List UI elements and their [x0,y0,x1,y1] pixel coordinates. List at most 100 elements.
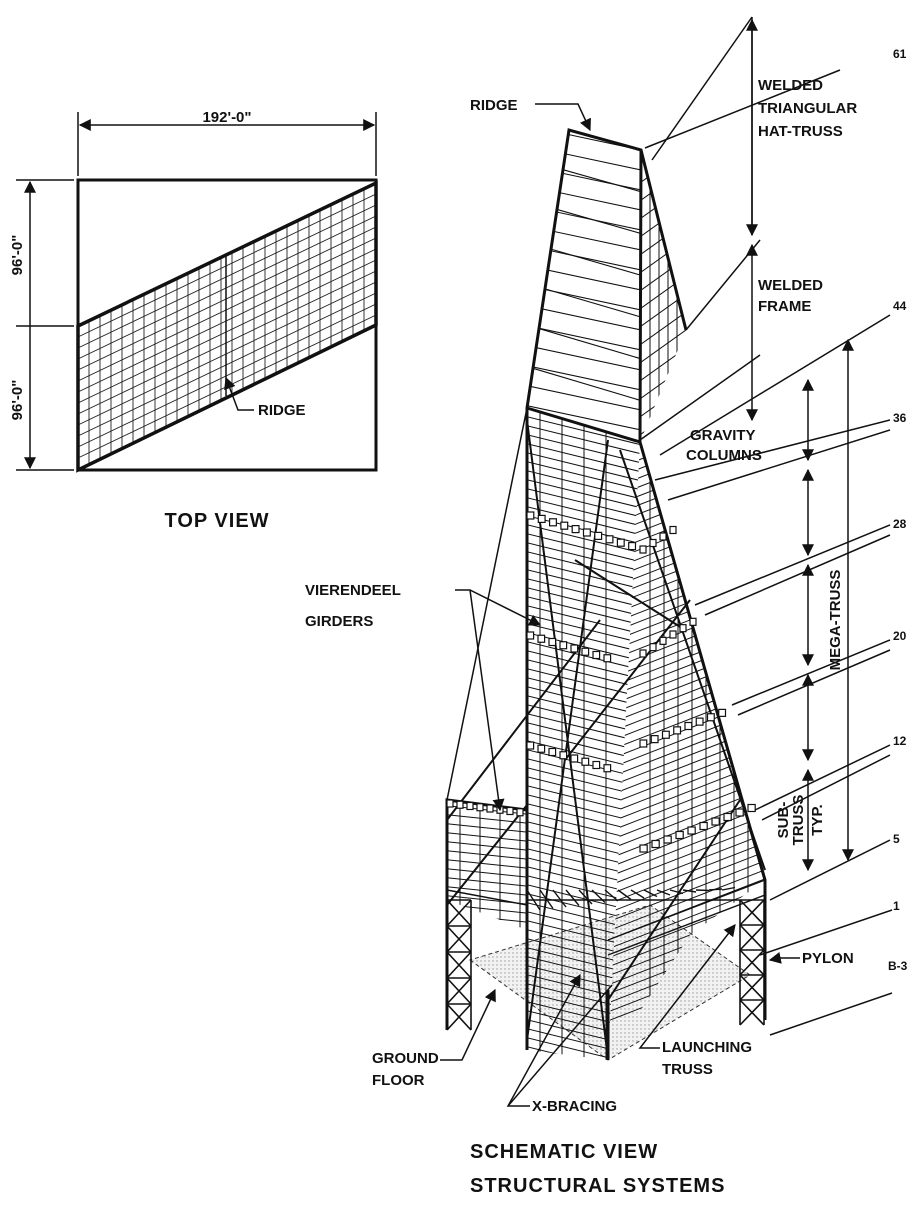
pylon-brace [446,977,472,1005]
floor-line [608,827,765,899]
typ-label: TYP. [809,804,826,835]
floor-line [447,822,527,834]
girder-panel [526,741,535,750]
floor-number-28: 28 [893,517,907,531]
floor-number-b3: B-3 [888,959,908,973]
girder-panel [581,757,590,766]
ground-floor-plane [468,904,751,1061]
sub-truss-label-2: TRUSS [790,795,807,846]
top-view-grid-line [78,259,376,404]
girder-panel [526,631,535,640]
girder-panel [571,524,580,534]
floor-line [527,450,640,484]
floor-line [527,486,640,520]
girder-panel [486,804,494,813]
roof-grid-line [527,159,641,195]
girder-panel [650,735,659,744]
truss-web [617,889,632,901]
floor-number-61: 61 [893,47,907,61]
roof-grid-line [562,169,641,193]
truss-web [630,889,645,899]
top-view-grid-line [78,193,376,338]
girder-panel [695,717,704,726]
girder-panel [592,650,601,660]
floor-line [608,494,765,566]
truss-web [552,889,567,908]
floor-number-12: 12 [893,734,907,748]
floor-line [447,831,527,843]
floor-line [447,813,527,825]
pylon-brace [446,899,472,927]
truss-web [643,889,658,898]
width-dimension-text: 192'-0" [202,109,251,126]
pylon-brace [739,999,765,1026]
truss-web [682,889,697,893]
roof-grid-line [527,319,641,355]
truss-web [656,889,671,896]
floor-line [608,575,765,647]
floor-line [608,836,765,908]
girder-panel [747,803,756,813]
top-view-grid-line [78,226,376,371]
floor-number-36: 36 [893,411,907,425]
height-dimension-upper: 96'-0" [9,235,26,276]
floor-line [447,921,527,930]
floor-line [527,1035,640,1060]
roof-left-face [527,130,641,442]
girder-panel [735,808,744,817]
ground-floor-label-2: FLOOR [372,1072,425,1089]
floor-number-5: 5 [893,832,900,846]
truss-chord [446,889,528,906]
top-view-ridge-leader [224,376,254,411]
label-leaders [440,103,800,1107]
girder-panel [548,747,557,757]
roof-grid-line [527,399,641,435]
schematic-caption-1: SCHEMATIC VIEW [470,1141,658,1163]
floor-line [608,809,765,881]
truss-web [708,888,723,891]
roof-grid-line [527,239,641,275]
floor-line [527,459,640,493]
floor-line [608,503,765,575]
girder-panel [548,518,557,527]
floor-line [608,755,765,827]
gravity-columns-label-2: COLUMNS [686,447,762,464]
floor-line [608,656,765,728]
truss-web [604,889,619,902]
girder-panel [723,812,732,822]
girder-panel [718,708,727,717]
girder-panel [661,730,670,739]
girder-panel [570,754,579,763]
dimension-arrows [746,18,854,872]
girder-panel [592,760,601,770]
truss-web [591,889,606,904]
roof-grid-line [527,219,641,255]
top-view-grid-line [78,248,376,393]
girder-panel [456,800,464,809]
floor-line [447,885,527,897]
floor-line [527,576,640,610]
girder-panel [669,525,677,535]
girder-panel [476,803,484,812]
roof-grid-line [527,139,641,175]
top-view-grid-line [78,270,376,415]
girder-panel [559,641,568,650]
sub-truss-label-1: SUB- [775,802,792,839]
roof-grid-line [527,299,641,335]
top-view-grid-line [78,237,376,382]
girder-panel [689,617,697,626]
roof-grid-line [527,279,641,315]
floor-line [608,485,765,557]
launching-truss [446,879,766,956]
floor-line [608,647,765,719]
floor-line [608,467,765,539]
floor-line [608,764,765,836]
roof-grid-line [532,367,641,401]
floor-line [608,863,765,935]
floor-line [527,585,640,619]
top-view: 192'-0" 96'-0" 96'-0" RIDGE TOP VIEW [9,109,378,532]
floor-line [447,867,527,879]
girder-panel [679,624,687,633]
roof-grid-line [527,179,641,215]
floor-line [608,737,765,809]
